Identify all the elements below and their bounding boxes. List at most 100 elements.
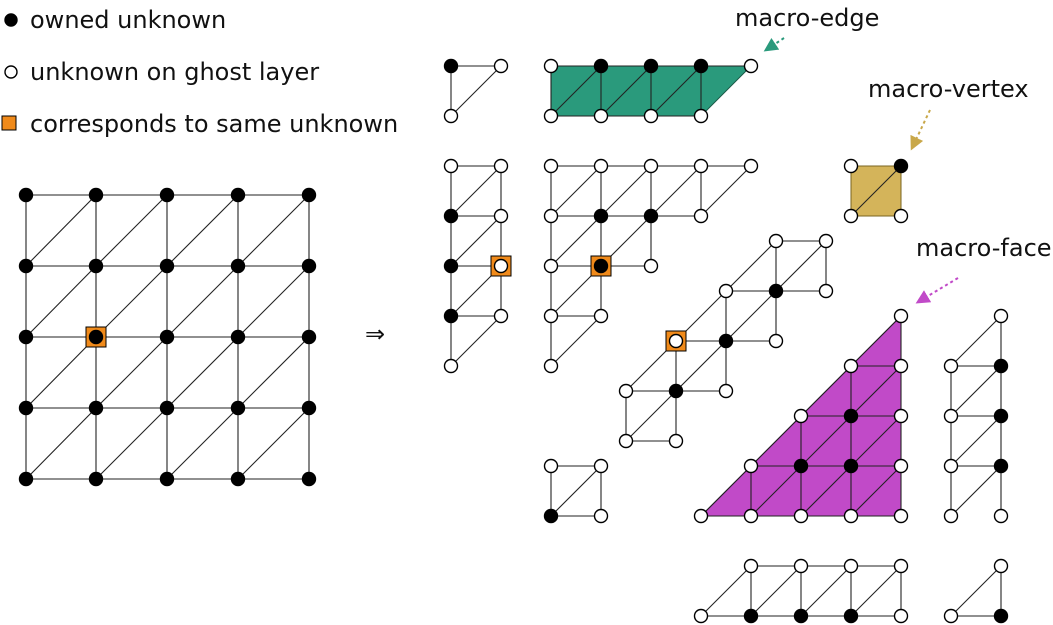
mesh-edge-line [95, 336, 168, 409]
mesh-edge-line [450, 165, 502, 217]
legend-ghost-marker [4, 65, 18, 79]
owned-node [993, 358, 1009, 374]
ghost-node [493, 208, 509, 224]
ghost-node [543, 208, 559, 224]
mesh-edge-line [95, 407, 168, 480]
ghost-node [893, 608, 909, 624]
mesh-edge-line [725, 240, 777, 292]
ghost-node [743, 58, 759, 74]
owned-node [301, 187, 317, 203]
owned-node [793, 458, 809, 474]
mesh-edge-line [550, 315, 602, 367]
owned-node [668, 383, 684, 399]
ghost-node [593, 458, 609, 474]
owned-node [693, 58, 709, 74]
ghost-node [818, 233, 834, 249]
owned-node [443, 208, 459, 224]
mesh-edge-line [25, 336, 97, 409]
owned-node [843, 608, 859, 624]
ghost-node [793, 508, 809, 524]
mesh-edge-line [650, 65, 702, 117]
ghost-node [693, 108, 709, 124]
owned-node [230, 187, 246, 203]
mesh-edge-line [750, 365, 902, 517]
mesh-edge-line [675, 340, 727, 392]
legend: owned unknown unknown on ghost layer cor… [1, 6, 398, 138]
ghost-node [793, 558, 809, 574]
ghost-node [843, 558, 859, 574]
owned-node [159, 400, 175, 416]
ghost-node [718, 383, 734, 399]
ghost-node [943, 458, 959, 474]
mesh-edge-line [550, 65, 602, 117]
owned-node [230, 471, 246, 487]
ghost-node [893, 408, 909, 424]
ghost-node [893, 358, 909, 374]
owned-node [88, 329, 104, 345]
mesh-edge-line [750, 565, 802, 617]
owned-node [159, 258, 175, 274]
owned-node [88, 258, 104, 274]
mesh-edge-line [166, 265, 239, 338]
ghost-node [543, 358, 559, 374]
mesh-edge-line [850, 465, 902, 517]
owned-node [443, 308, 459, 324]
mesh-edge-line [450, 315, 502, 367]
owned-node [443, 58, 459, 74]
full-mesh [18, 187, 317, 487]
ghost-node [943, 508, 959, 524]
macro-vertex-label: macro-vertex [868, 75, 1029, 103]
ghost-node [843, 158, 859, 174]
ghost-node [668, 433, 684, 449]
owned-node [743, 608, 759, 624]
ghost-node [743, 508, 759, 524]
ghost-node [443, 358, 459, 374]
mesh-edge-line [800, 565, 852, 617]
mesh-edge-line [25, 194, 97, 267]
mesh-edge-line [25, 265, 97, 338]
mesh-edge-line [700, 565, 752, 617]
owned-node [443, 258, 459, 274]
owned-node [593, 58, 609, 74]
ghost-node [743, 158, 759, 174]
mesh-edge-line [950, 415, 1002, 467]
owned-node [230, 258, 246, 274]
legend-owned-marker [4, 13, 18, 27]
mesh-edge-line [450, 215, 502, 267]
owned-node [993, 408, 1009, 424]
owned-node [88, 187, 104, 203]
ghost-node [793, 408, 809, 424]
owned-node [301, 258, 317, 274]
ghost-node [618, 383, 634, 399]
mesh-edge-line [700, 165, 752, 217]
mesh-edge-line [166, 336, 239, 409]
mesh-edge-line [166, 194, 239, 267]
ghost-node [743, 558, 759, 574]
mesh-edge-line [600, 65, 652, 117]
ghost-node [643, 158, 659, 174]
owned-node [843, 408, 859, 424]
mesh-edge-line [950, 465, 1002, 517]
owned-node [593, 208, 609, 224]
owned-node [18, 471, 34, 487]
ghost-node [593, 308, 609, 324]
macro-edge-arrow [763, 37, 785, 52]
owned-node [768, 283, 784, 299]
mesh-edge-line [450, 65, 502, 117]
owned-node [159, 187, 175, 203]
ghost-node [843, 508, 859, 524]
mesh-edge-line [95, 265, 168, 338]
owned-node [843, 458, 859, 474]
ghost-node [443, 108, 459, 124]
ghost-node [493, 308, 509, 324]
ghost-node [543, 158, 559, 174]
owned-node [643, 208, 659, 224]
mesh-edge-line [725, 290, 777, 342]
ghost-node [818, 283, 834, 299]
ghost-node [893, 208, 909, 224]
macro-face-arrow [915, 277, 959, 304]
ghost-node [768, 333, 784, 349]
owned-node [159, 329, 175, 345]
owned-node [18, 329, 34, 345]
